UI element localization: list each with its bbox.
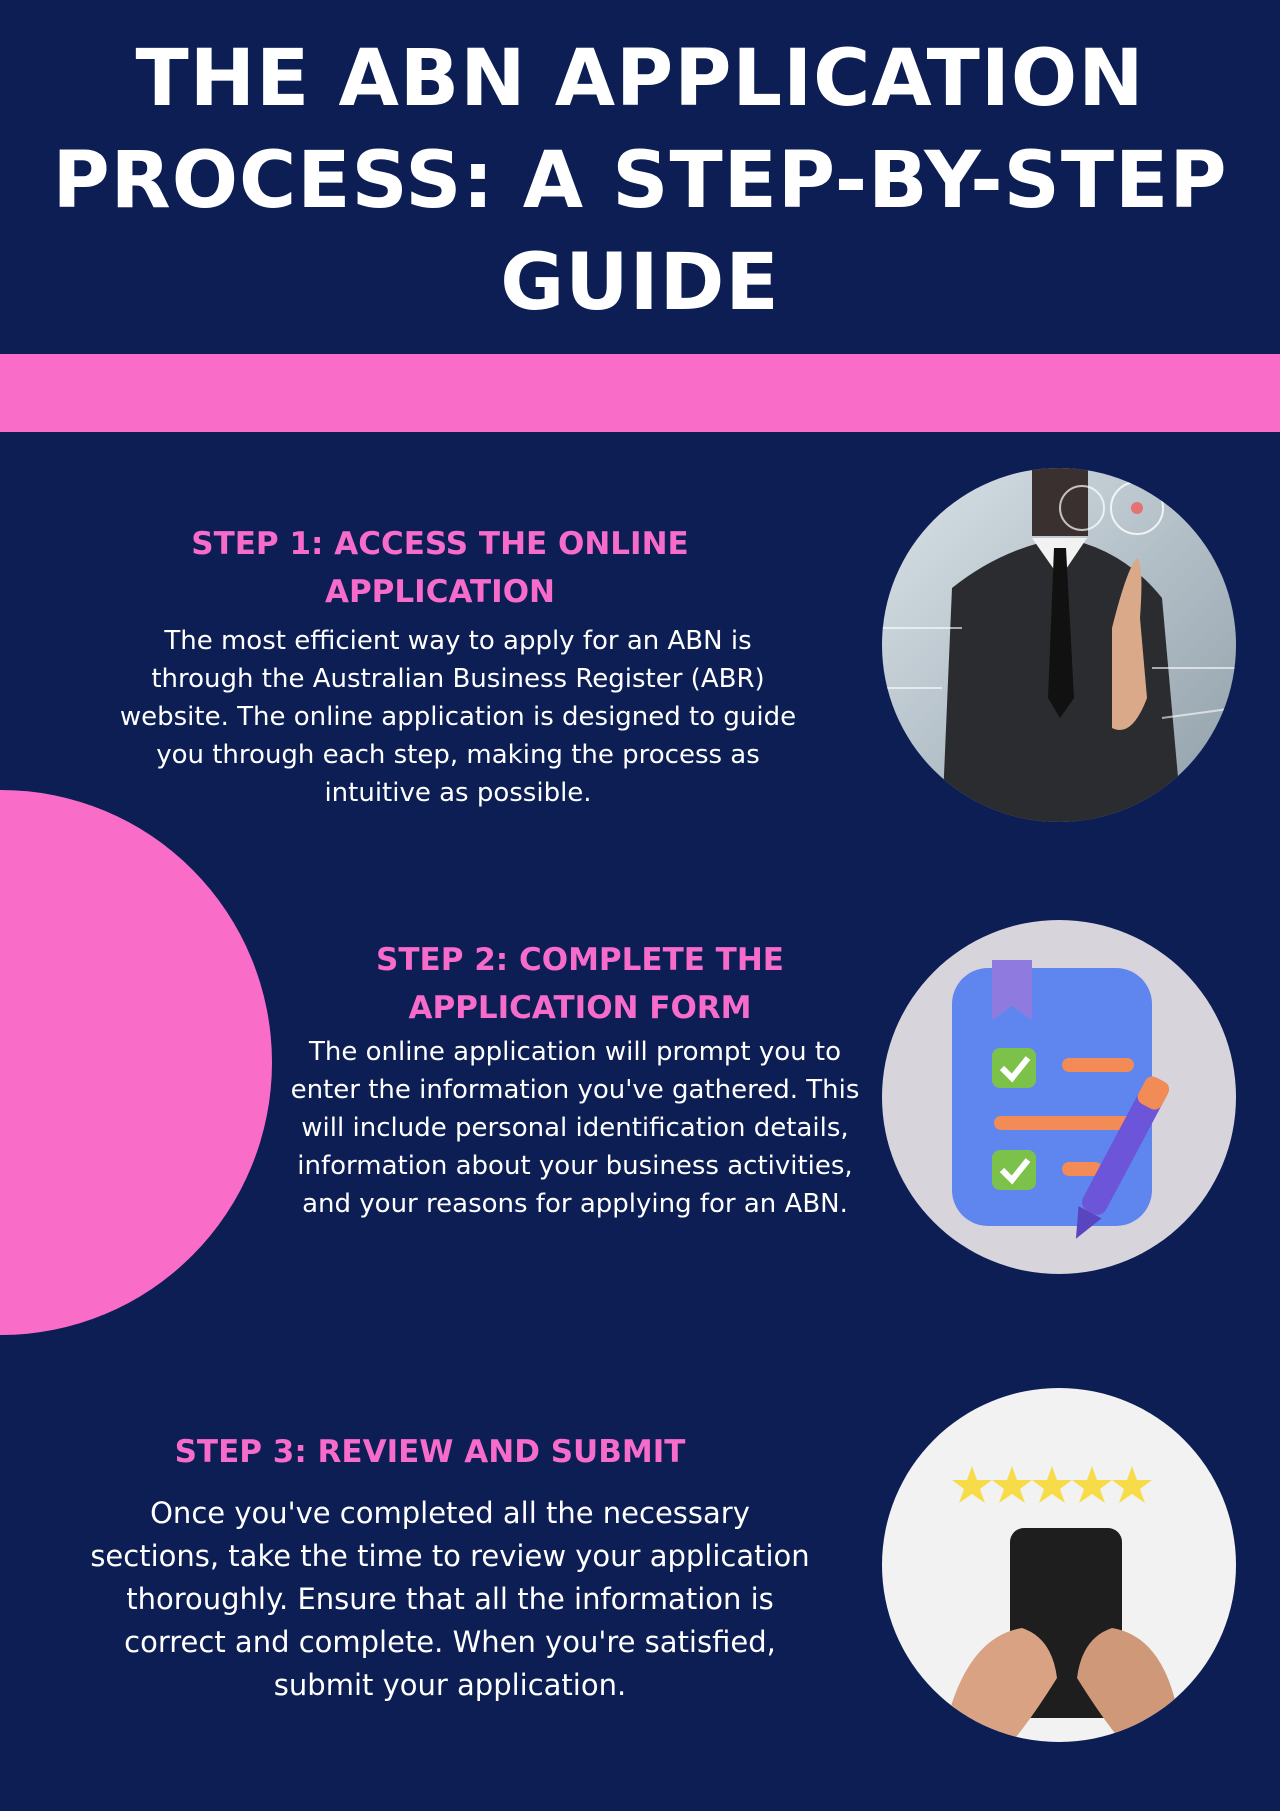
five-star-rating-phone-photo [882, 1388, 1236, 1742]
businessman-touchscreen-photo [882, 468, 1236, 822]
businessman-touchscreen-image [882, 468, 1236, 822]
step-2-body: The online application will prompt you t… [290, 1037, 860, 1219]
step-3-body: Once you've completed all the necessary … [90, 1496, 810, 1702]
step-3-heading: STEP 3: REVIEW AND SUBMIT [174, 1434, 686, 1470]
decorative-pink-circle [0, 790, 272, 1335]
step-1-heading: STEP 1: ACCESS THE ONLINE APPLICATION [191, 526, 689, 610]
page-title: THE ABN APPLICATION PROCESS: A STEP-BY-S… [52, 34, 1228, 328]
checklist-clipboard-icon [882, 920, 1236, 1274]
step-2-heading: STEP 2: COMPLETE THE APPLICATION FORM [376, 942, 784, 1026]
five-star-icon [952, 1466, 1152, 1503]
checklist-illustration [882, 920, 1236, 1274]
step-1-body: The most efficient way to apply for an A… [119, 626, 797, 808]
star-rating-image [882, 1388, 1236, 1742]
pink-divider-band [0, 354, 1280, 432]
